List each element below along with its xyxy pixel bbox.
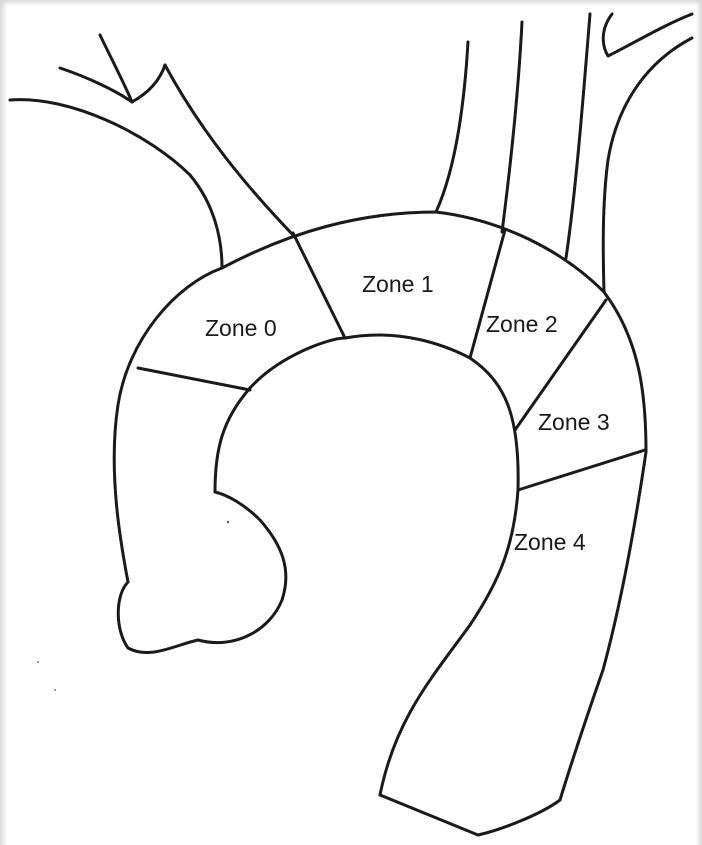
descending-aorta-end (380, 795, 478, 835)
carotid-right-edge (502, 22, 522, 232)
zone-2-label: Zone 2 (486, 311, 558, 337)
speck (227, 521, 229, 523)
aorta-inner-wall (215, 335, 518, 795)
speck (37, 661, 39, 663)
brachiocephalic-right-edge (165, 65, 293, 235)
zone-3-label: Zone 3 (538, 409, 610, 435)
zone-boundary-ascending (138, 368, 250, 390)
zone-1-label: Zone 1 (362, 271, 434, 297)
zone-boundary-1-2 (470, 230, 505, 358)
subclavian-left-edge (566, 14, 590, 258)
speck (54, 689, 56, 691)
brachiocephalic-notch (100, 35, 165, 102)
aortic-root (118, 492, 286, 653)
aorta-outer-wall (114, 212, 646, 800)
subclavian-inner-edge (603, 14, 692, 56)
zone-boundary-3-4 (518, 450, 645, 490)
carotid-left-edge (436, 42, 468, 212)
zone-4-label: Zone 4 (514, 529, 586, 555)
zone-0-label: Zone 0 (205, 315, 277, 341)
descending-aorta-right-end (478, 800, 560, 835)
brachiocephalic-left-edge (10, 100, 222, 268)
subclavian-right-edge (603, 38, 692, 292)
brachiocephalic-upper-branch (60, 68, 132, 102)
zone-boundary-0-1 (293, 233, 345, 338)
